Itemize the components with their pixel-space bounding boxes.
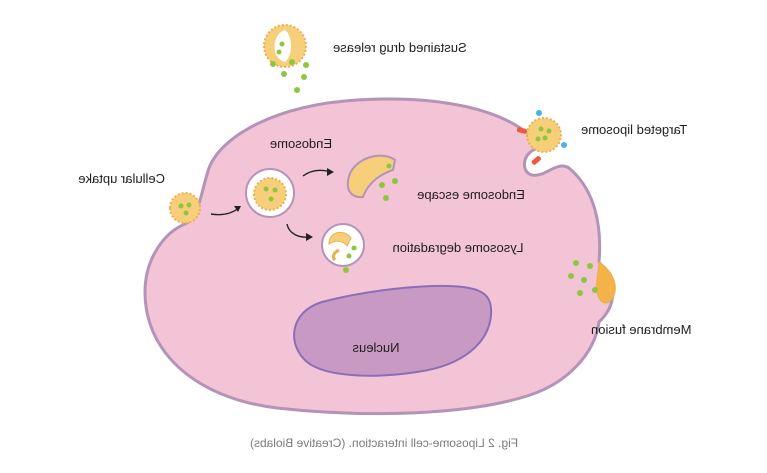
broken-endosome — [346, 154, 397, 199]
drug-dot — [587, 263, 593, 269]
endosome-escape — [346, 154, 398, 201]
drug-dot — [383, 195, 389, 201]
endosome-escape-label: Endosome escape — [417, 187, 525, 202]
arrow-head — [234, 206, 241, 212]
drug-dot — [542, 135, 548, 141]
drug-dot — [270, 61, 276, 67]
drug-dot — [186, 202, 192, 208]
ligand-red — [516, 127, 527, 134]
drug-dot — [581, 277, 587, 283]
targeted-liposome-label: Targeted liposome — [581, 122, 687, 137]
degraded-fragment — [331, 248, 340, 262]
drug-dot — [573, 260, 579, 266]
drug-dot — [538, 126, 544, 132]
drug-dot — [592, 287, 598, 293]
drug-dot — [272, 187, 278, 193]
membrane-fusion-label: Membrane fusion — [591, 322, 691, 337]
drug-dot — [546, 128, 552, 134]
liposome-shell — [253, 177, 287, 211]
sustained-release-liposome — [263, 24, 309, 93]
drug-dot — [577, 290, 583, 296]
drug-dot — [386, 163, 392, 169]
lysosome — [321, 223, 365, 273]
arrow-head — [327, 168, 334, 176]
drug-dot — [281, 71, 287, 77]
cellular-uptake-liposome — [169, 192, 201, 224]
endosome-label: Endosome — [270, 136, 332, 151]
drug-dot — [268, 196, 274, 202]
drug-dot — [289, 59, 295, 65]
sustained-release-label: Sustained drug release — [333, 40, 467, 55]
drug-dot — [276, 49, 282, 55]
liposome-shell — [526, 117, 562, 153]
lysosome-label: Lysosome degradation — [392, 240, 523, 255]
endosome — [245, 168, 295, 218]
targeted-liposome — [516, 110, 567, 165]
drug-dot — [303, 62, 309, 68]
drug-dot — [178, 203, 184, 209]
drug-dot — [263, 186, 269, 192]
arrow-head — [306, 233, 313, 241]
ligand-red — [531, 156, 541, 165]
ligand-blue — [536, 110, 542, 116]
drug-dot — [346, 253, 352, 259]
drug-dot — [351, 245, 357, 251]
cellular-uptake-label: Cellular uptake — [78, 171, 165, 186]
drug-dot — [301, 74, 307, 80]
ligand-blue — [561, 142, 567, 148]
arrow-heads — [234, 168, 334, 241]
drug-dot — [343, 267, 349, 273]
nucleus-label: Nucleus — [352, 340, 399, 355]
lysosome-membrane — [321, 223, 365, 267]
figure-caption: Fig. 2 Liposome-cell interaction. (Creat… — [250, 436, 518, 450]
drug-dot — [392, 178, 398, 184]
drug-dot — [294, 87, 300, 93]
drug-dot — [379, 182, 385, 188]
drug-dot — [535, 136, 541, 142]
nucleus — [293, 284, 493, 377]
degraded-liposome — [328, 231, 352, 247]
drug-dot — [279, 41, 285, 47]
liposome-shell — [169, 192, 201, 224]
membrane-fusion-patch — [596, 261, 616, 304]
drug-dot — [183, 210, 189, 216]
drug-dot — [568, 273, 574, 279]
membrane-fusion-drugs — [568, 260, 598, 296]
